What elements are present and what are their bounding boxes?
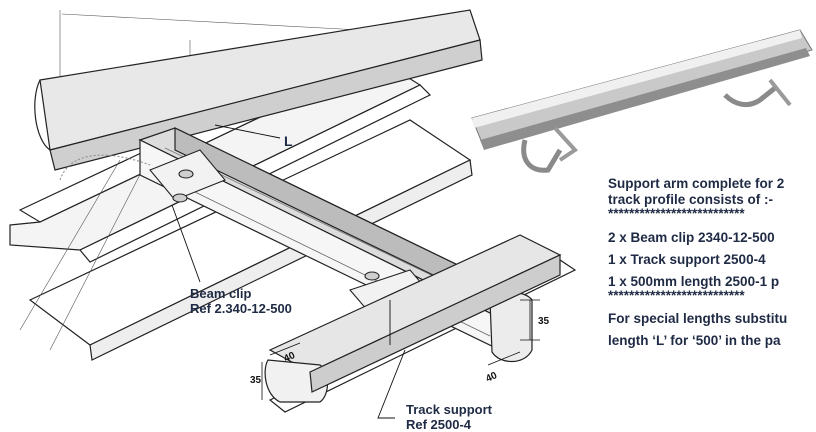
beam-clip-label: Beam clip Ref 2.340-12-500 [190, 286, 292, 316]
track-support-ref: Ref 2500-4 [406, 417, 472, 432]
spec-item-track-support: 1 x Track support 2500-4 [608, 252, 766, 267]
dimension-lines [261, 299, 540, 400]
track-photo [471, 29, 813, 173]
spec-heading-2: track profile consists of :- [608, 192, 774, 207]
lower-track [264, 234, 562, 403]
dimension-35-right: 35 [538, 316, 550, 327]
dimension-35-left: 35 [250, 375, 262, 386]
spec-separator-top: ************************** [608, 206, 745, 221]
length-marker: L [284, 133, 293, 149]
spec-item-length: 1 x 500mm length 2500-1 p [608, 274, 780, 289]
leader-lines [171, 124, 406, 419]
beam-clip-title: Beam clip [190, 286, 252, 301]
beam-clip-ref: Ref 2.340-12-500 [190, 301, 292, 316]
spec-note-1: For special lengths substitu [608, 311, 788, 326]
track-support-label: Track support Ref 2500-4 [406, 402, 492, 432]
rotation-arc [59, 154, 151, 181]
spec-heading-1: Support arm complete for 2 [608, 176, 785, 191]
spec-separator-bottom: ************************** [608, 288, 745, 303]
spec-note-2: length ‘L’ for ‘500’ in the pa [608, 333, 781, 348]
track-support-title: Track support [406, 402, 492, 417]
spec-item-beam-clip: 2 x Beam clip 2340-12-500 [608, 230, 775, 245]
